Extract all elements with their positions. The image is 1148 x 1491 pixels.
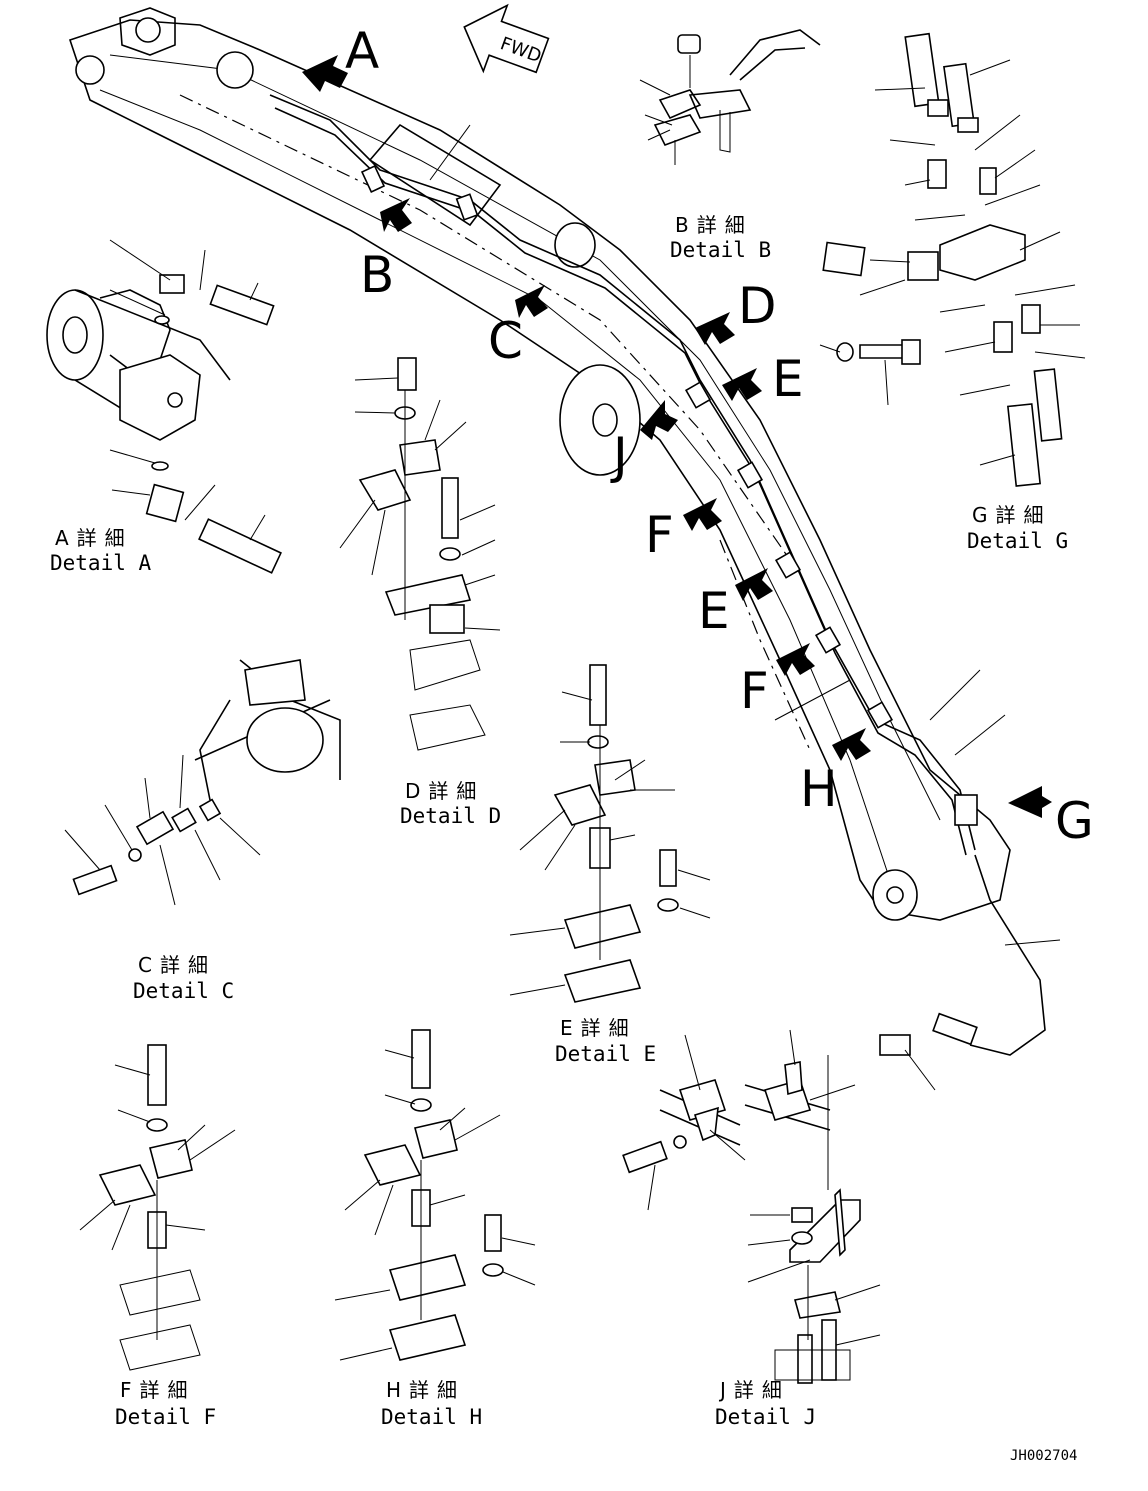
detail-captions: A詳細 Detail A B詳細 Detail B C詳細 Detail C D… <box>50 213 1068 1429</box>
route-label-d: D <box>738 277 777 335</box>
route-reference-letters: A B C D E J F E F H G <box>345 22 1094 850</box>
detail-b-drawing <box>639 29 821 165</box>
detail-e-caption-jp: E詳細 <box>560 1016 637 1040</box>
detail-h-drawing <box>334 1029 536 1361</box>
detail-f-caption-jp: F詳細 <box>120 1378 196 1402</box>
detail-j-drawing <box>622 1029 881 1384</box>
detail-h-caption-en: Detail H <box>381 1405 482 1429</box>
pointer-arrow-g <box>1008 786 1052 818</box>
pointer-arrow-c <box>515 285 548 318</box>
detail-a-caption-en: Detail A <box>50 551 152 575</box>
detail-b-caption-jp: B詳細 <box>675 213 753 237</box>
detail-d-drawing <box>339 357 501 751</box>
detail-g-drawing <box>819 32 1086 487</box>
route-label-j: J <box>610 427 628 485</box>
route-label-b: B <box>360 246 394 304</box>
route-label-e1: E <box>772 350 804 408</box>
route-label-f2: F <box>740 662 769 720</box>
detail-d-caption-en: Detail D <box>400 804 501 828</box>
route-label-e2: E <box>698 582 730 640</box>
pointer-arrow-e2 <box>735 568 773 601</box>
route-label-c: C <box>488 312 523 370</box>
detail-c-caption-jp: C詳細 <box>138 953 216 977</box>
route-label-f1: F <box>645 506 674 564</box>
pointer-arrow-h <box>832 728 871 761</box>
detail-c-drawing <box>64 659 341 906</box>
detail-e-caption-en: Detail E <box>555 1042 656 1066</box>
drawing-code: JH002704 <box>1010 1448 1077 1464</box>
detail-b-caption-en: Detail B <box>670 238 771 262</box>
detail-f-caption-en: Detail F <box>115 1405 216 1429</box>
pointer-arrow-f1 <box>683 498 722 531</box>
route-label-h: H <box>800 760 838 818</box>
detail-g-caption-jp: G詳細 <box>972 503 1052 527</box>
detail-a-caption-jp: A詳細 <box>55 526 133 550</box>
detail-h-caption-jp: H詳細 <box>386 1378 465 1402</box>
detail-c-caption-en: Detail C <box>133 979 234 1003</box>
route-label-a: A <box>345 22 379 80</box>
pointer-arrow-f2 <box>776 643 815 676</box>
pointer-arrow-d <box>695 312 735 345</box>
forward-direction-arrow: FWD <box>463 3 550 74</box>
pointer-arrow-a <box>302 55 348 92</box>
detail-j-caption-jp: J詳細 <box>718 1378 790 1402</box>
detail-f-drawing <box>79 1044 236 1371</box>
detail-g-caption-en: Detail G <box>967 529 1068 553</box>
pointer-arrow-e1 <box>722 368 762 401</box>
pointer-arrow-b <box>380 198 412 232</box>
route-label-g: G <box>1055 792 1094 850</box>
boom-assembly: FWD <box>68 3 1061 1091</box>
pointer-arrow-j <box>640 400 678 440</box>
detail-d-caption-jp: D詳細 <box>405 779 484 803</box>
detail-e-drawing <box>509 664 711 1003</box>
detail-a-drawing <box>46 239 282 574</box>
detail-j-caption-en: Detail J <box>715 1405 816 1429</box>
